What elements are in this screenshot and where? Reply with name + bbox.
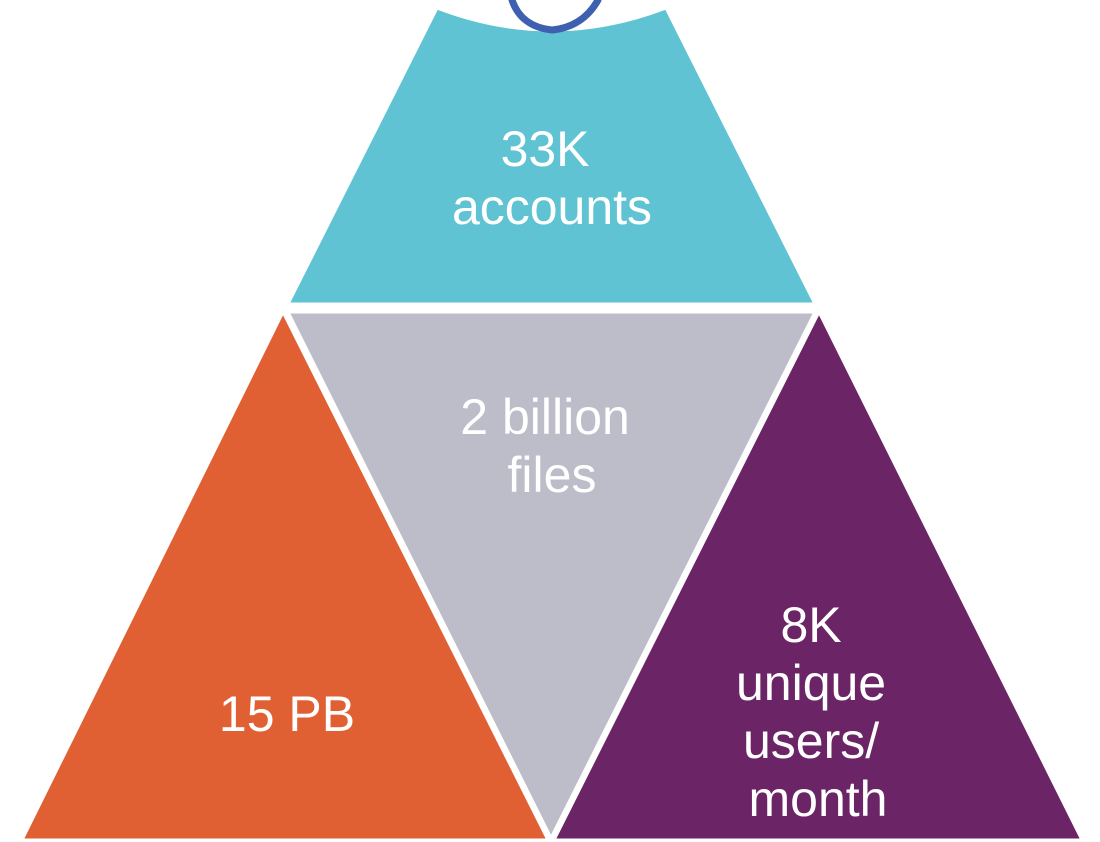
right-label-line: users/ <box>743 713 879 769</box>
right-label: 8K unique users/ month <box>736 597 900 827</box>
right-label-line: 8K <box>780 597 841 653</box>
top-label: 33K accounts <box>452 121 652 235</box>
middle-label: 2 billion files <box>460 389 643 503</box>
middle-label-line: files <box>508 447 597 503</box>
ring-shape <box>508 0 602 34</box>
middle-label-line: 2 billion <box>460 389 630 445</box>
left-label-line: 15 PB <box>219 686 355 742</box>
top-label-line: 33K <box>501 121 590 177</box>
left-segment <box>20 310 550 842</box>
left-label: 15 PB <box>219 686 355 742</box>
top-label-line: accounts <box>452 179 652 235</box>
right-label-line: unique <box>736 655 886 711</box>
right-segment <box>552 310 1084 842</box>
right-label-line: month <box>749 771 888 827</box>
middle-segment <box>286 310 817 840</box>
top-segment <box>286 6 817 306</box>
